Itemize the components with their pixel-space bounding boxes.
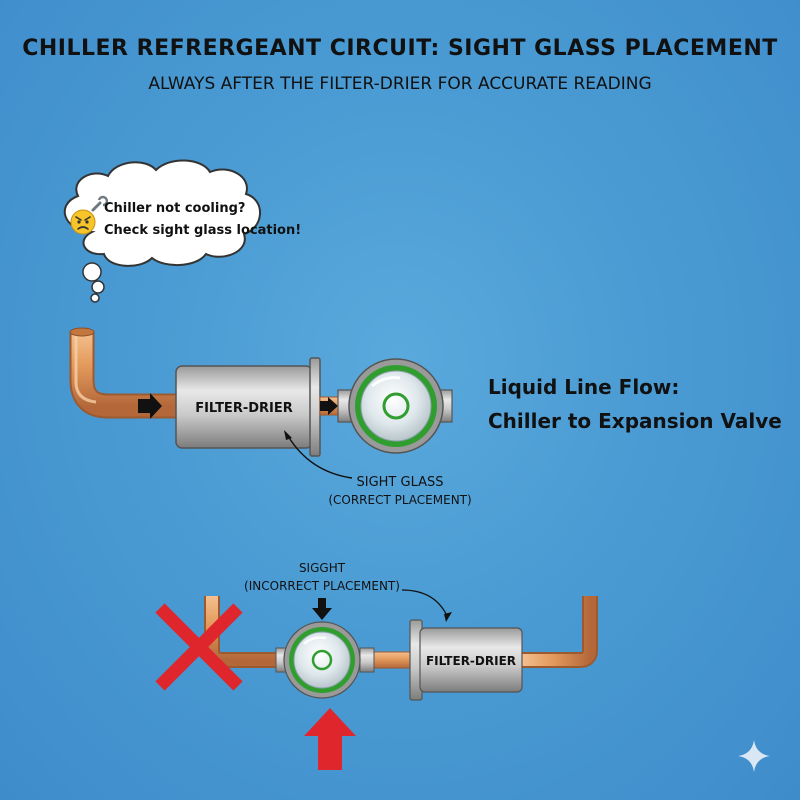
page-subtitle: ALWAYS AFTER THE FILTER-DRIER FOR ACCURA…	[148, 74, 652, 94]
bubble-dot	[82, 262, 102, 282]
sight-glass-incorrect	[275, 621, 375, 699]
sight-glass-label: SIGHT GLASS	[356, 475, 443, 490]
filter-drier: FILTER-DRIER	[175, 357, 321, 457]
pointer-arrow	[401, 589, 449, 619]
bubble-dot	[91, 280, 105, 294]
filter-drier-label-incorrect: FILTER-DRIER	[426, 654, 516, 668]
sight-glass	[337, 358, 453, 454]
flow-label-line-2: Chiller to Expansion Valve	[488, 409, 782, 433]
angry-face-wrench-icon	[70, 195, 109, 235]
bubble-dot	[90, 293, 100, 303]
thought-bubble: Chiller not cooling? Check sight glass l…	[63, 159, 301, 303]
bubble-line-2: Check sight glass location!	[104, 223, 301, 238]
flow-arrow-icon	[138, 393, 162, 419]
filter-drier-label: FILTER-DRIER	[195, 401, 293, 416]
bubble-line-1: Chiller not cooling?	[104, 201, 245, 216]
red-up-arrow-icon	[304, 708, 356, 770]
sparkle-icon	[738, 740, 770, 772]
page-title: CHILLER REFRERGEANT CIRCUIT: SIGHT GLASS…	[22, 36, 778, 61]
red-x-icon	[155, 603, 243, 691]
sight-label-incorrect: SIGGHT	[299, 561, 346, 575]
correct-circuit: FILTER-DRIER SIGHT GLASS (CORRECT PLACEM…	[69, 327, 472, 507]
flow-label-line-1: Liquid Line Flow:	[488, 375, 679, 399]
down-arrow-icon	[312, 598, 332, 620]
incorrect-placement-note: (INCORRECT PLACEMENT)	[244, 579, 400, 593]
pointer-arrow	[287, 435, 353, 479]
flow-arrow-icon	[320, 397, 338, 415]
correct-placement-note: (CORRECT PLACEMENT)	[328, 493, 471, 507]
filter-drier-incorrect: FILTER-DRIER	[409, 619, 523, 701]
copper-pipe	[522, 596, 596, 666]
incorrect-circuit: FILTER-DRIER SIGGHT (INCORRECT PLACEMENT…	[155, 561, 598, 770]
